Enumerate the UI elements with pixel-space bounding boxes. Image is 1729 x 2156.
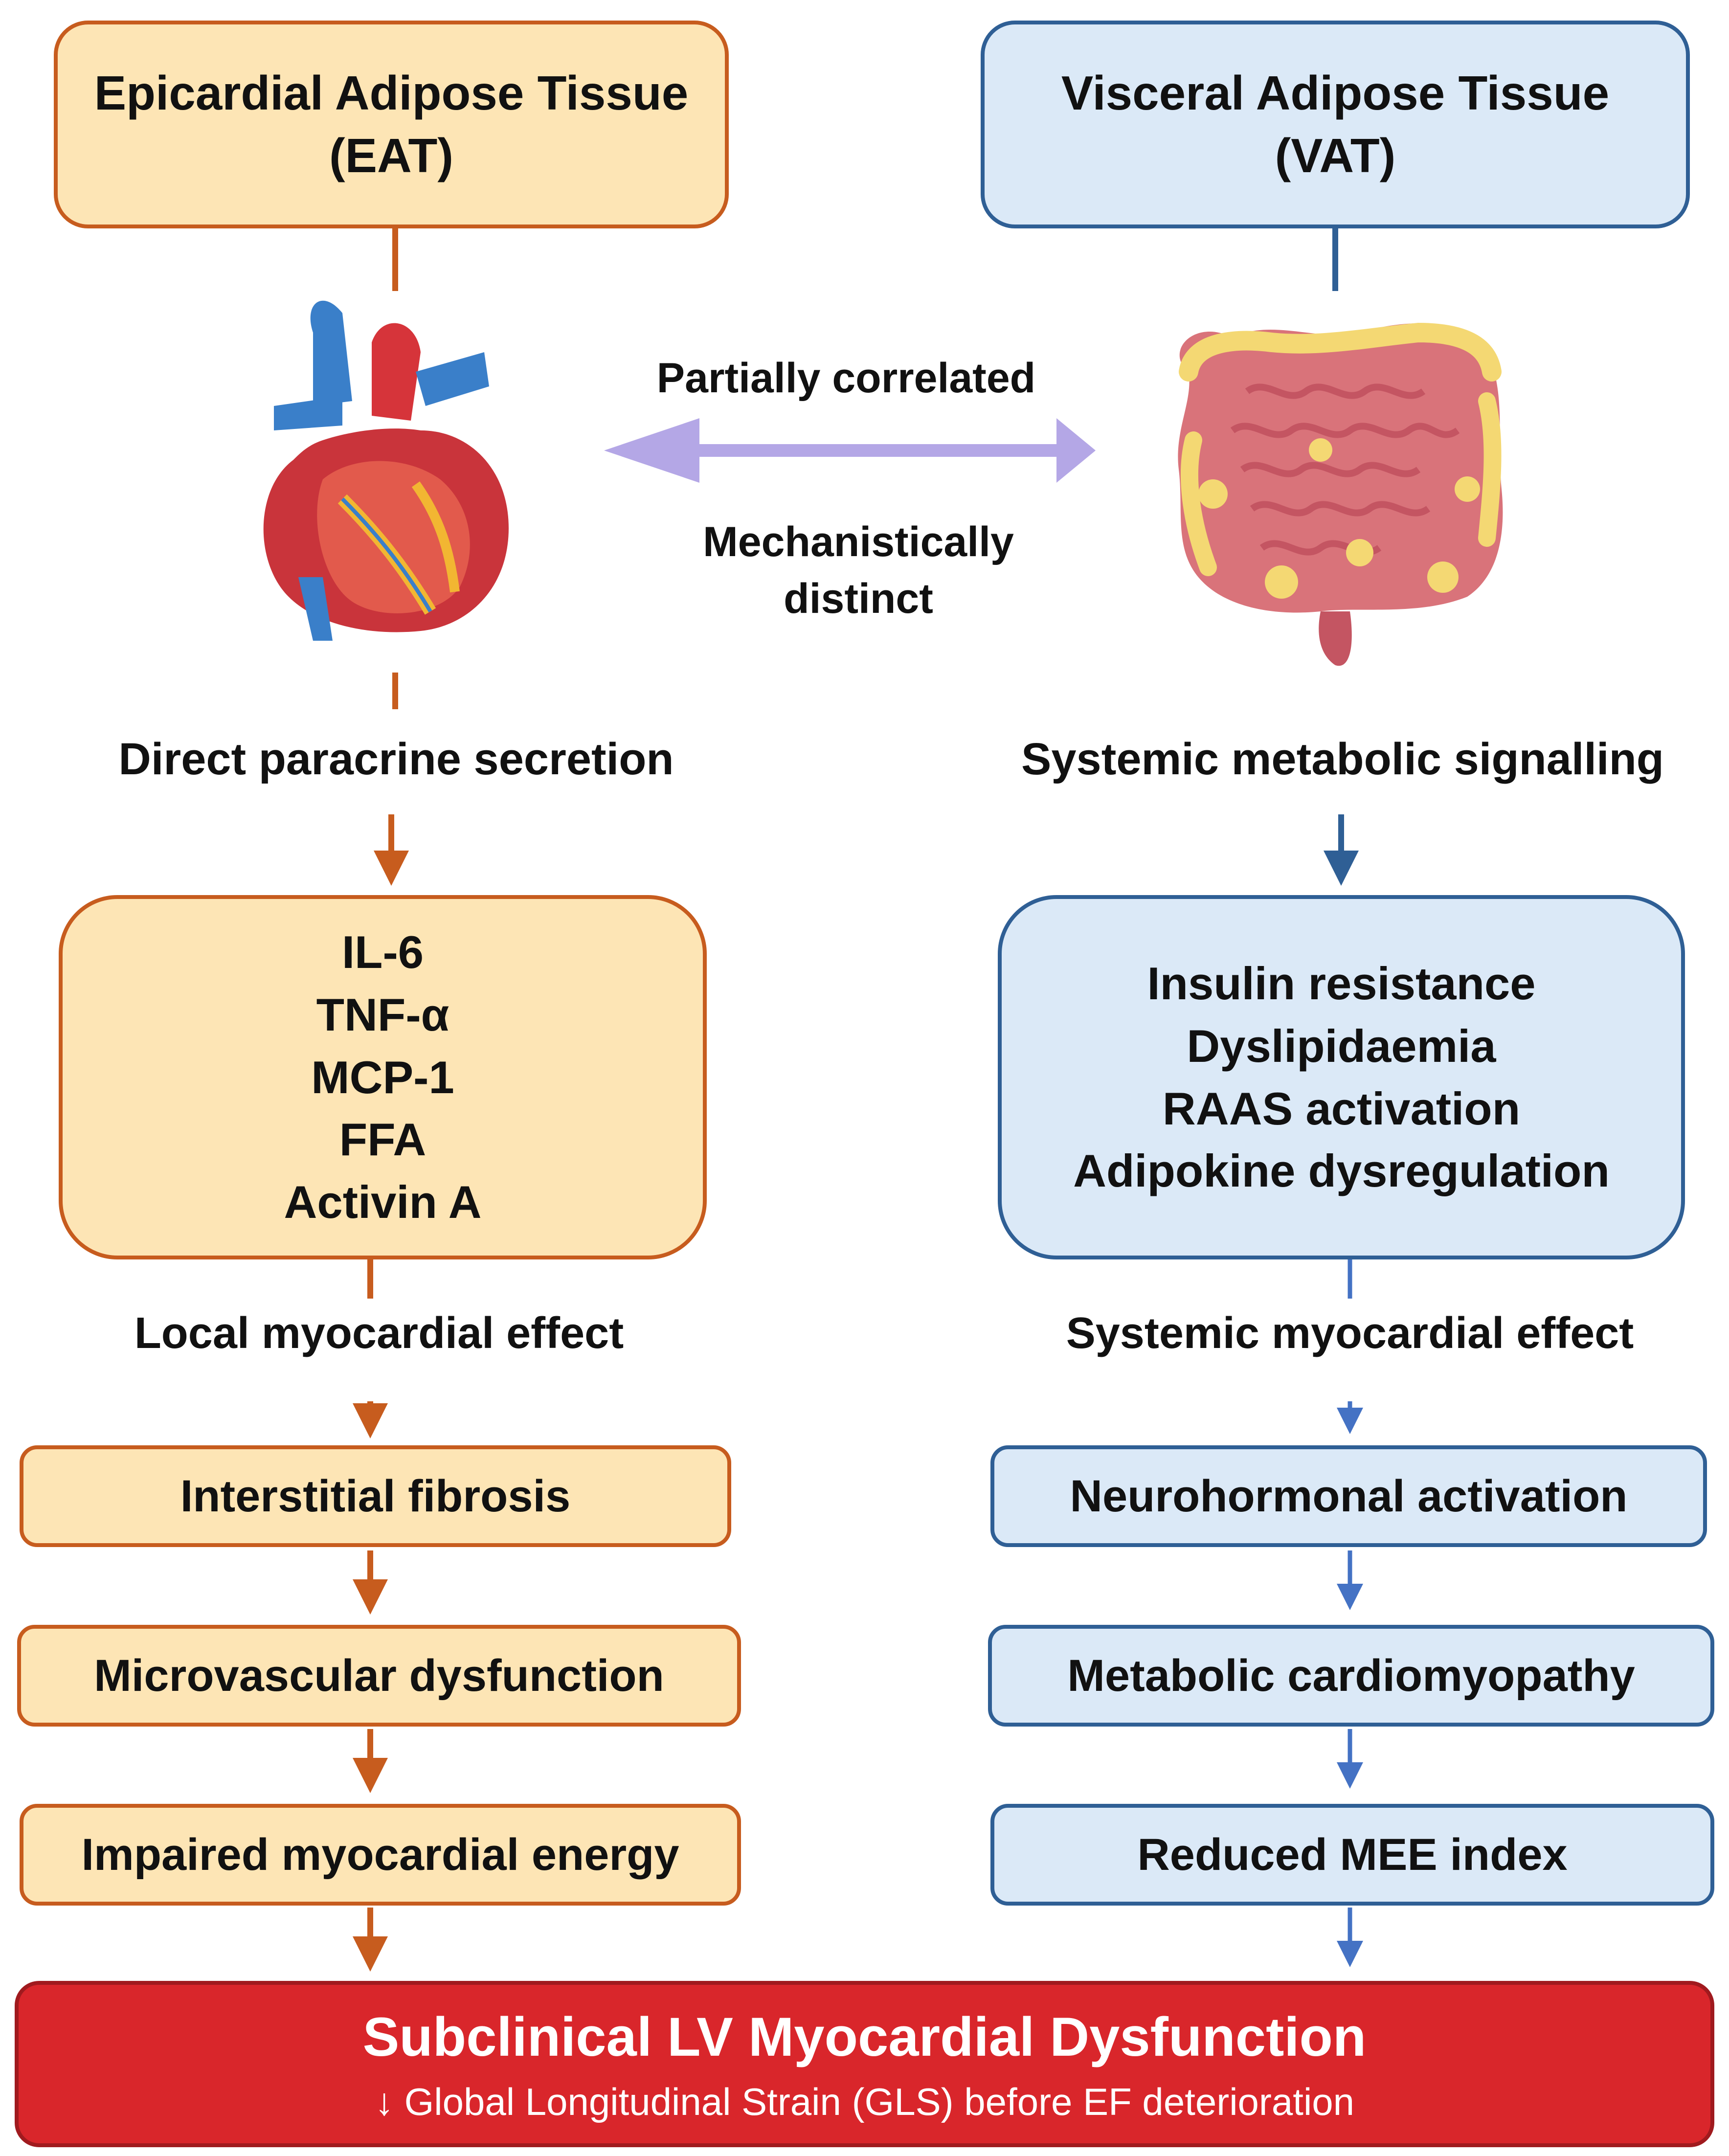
relation-bottom-line2: distinct xyxy=(784,575,933,623)
eat-step-energy: Impaired myocardial energy xyxy=(20,1804,741,1906)
relation-bottom-label: Mechanistically distinct xyxy=(602,514,1115,627)
outcome-box: Subclinical LV Myocardial Dysfunction ↓ … xyxy=(15,1981,1714,2147)
vat-mediator-1: Insulin resistance xyxy=(1147,957,1536,1009)
vat-step-1-label: Neurohormonal activation xyxy=(1070,1471,1628,1521)
eat-step-fibrosis: Interstitial fibrosis xyxy=(20,1445,731,1547)
vat-mediator-2: Dyslipidaemia xyxy=(1187,1020,1496,1072)
eat-mediators-box: IL-6 TNF-α MCP-1 FFA Activin A xyxy=(59,895,707,1259)
eat-step-3-label: Impaired myocardial energy xyxy=(81,1829,679,1880)
eat-effect-label: Local myocardial effect xyxy=(134,1309,624,1358)
vat-step-2-label: Metabolic cardiomyopathy xyxy=(1067,1650,1635,1701)
vat-header-box: Visceral Adipose Tissue (VAT) xyxy=(981,21,1690,228)
vat-abbr: (VAT) xyxy=(1275,128,1396,182)
eat-mediator-4: FFA xyxy=(339,1114,427,1166)
vat-connectors xyxy=(1324,227,1363,1967)
vat-title: Visceral Adipose Tissue xyxy=(1061,66,1610,120)
eat-pathway-label: Direct paracrine secretion xyxy=(118,734,674,784)
intestine-icon xyxy=(1178,322,1503,666)
vat-mediator-4: Adipokine dysregulation xyxy=(1073,1145,1610,1197)
vat-mediator-3: RAAS activation xyxy=(1162,1082,1521,1134)
relation-bottom-line1: Mechanistically xyxy=(703,518,1014,565)
eat-step-microvascular: Microvascular dysfunction xyxy=(17,1625,741,1727)
eat-header-box: Epicardial Adipose Tissue (EAT) xyxy=(54,21,729,228)
vat-mediators-box: Insulin resistance Dyslipidaemia RAAS ac… xyxy=(998,895,1685,1259)
heart-icon xyxy=(263,300,509,641)
eat-title: Epicardial Adipose Tissue xyxy=(94,66,689,120)
vat-effect-label: Systemic myocardial effect xyxy=(1066,1309,1634,1358)
eat-abbr: (EAT) xyxy=(329,128,453,182)
bidirectional-arrow xyxy=(604,418,1096,483)
eat-mediator-1: IL-6 xyxy=(341,926,424,978)
vat-step-3-label: Reduced MEE index xyxy=(1137,1829,1568,1880)
outcome-title: Subclinical LV Myocardial Dysfunction xyxy=(362,2006,1367,2067)
eat-mediator-3: MCP-1 xyxy=(311,1051,454,1103)
vat-step-neurohormonal: Neurohormonal activation xyxy=(990,1445,1707,1547)
eat-connectors xyxy=(353,227,409,1972)
outcome-subtitle: ↓ Global Longitudinal Strain (GLS) befor… xyxy=(374,2080,1355,2124)
eat-step-2-label: Microvascular dysfunction xyxy=(94,1650,664,1701)
vat-step-mee: Reduced MEE index xyxy=(990,1804,1714,1906)
relation-top-label: Partially correlated xyxy=(656,355,1036,402)
vat-step-cardiomyopathy: Metabolic cardiomyopathy xyxy=(988,1625,1714,1727)
eat-step-1-label: Interstitial fibrosis xyxy=(180,1471,571,1521)
vat-pathway-label: Systemic metabolic signalling xyxy=(1021,734,1664,784)
eat-mediator-2: TNF-α xyxy=(316,988,449,1040)
eat-mediator-5: Activin A xyxy=(284,1176,482,1228)
